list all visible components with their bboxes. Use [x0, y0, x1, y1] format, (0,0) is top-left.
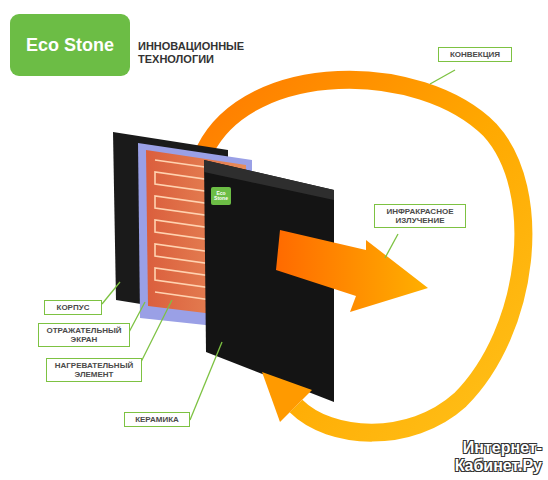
callout-box: ИНФРАКРАСНОЕ ИЗЛУЧЕНИЕ: [374, 204, 466, 228]
node-text: Eco Stone: [26, 35, 114, 56]
leader-line: [385, 234, 398, 258]
node-text: ОТРАЖАТЕЛЬНЫЙ ЭКРАН: [43, 326, 125, 344]
brand-logo: Eco Stone: [10, 14, 130, 76]
callout-box: ОТРАЖАТЕЛЬНЫЙ ЭКРАН: [38, 323, 130, 347]
callout-box: КЕРАМИКА: [124, 412, 190, 427]
convection-arrowhead: [262, 372, 312, 422]
node-text: КОРПУС: [49, 303, 97, 312]
node-text: КОНВЕКЦИЯ: [443, 50, 507, 59]
leader-line: [430, 70, 455, 84]
callout-box: НАГРЕВАТЕЛЬНЫЙ ЭЛЕМЕНТ: [46, 358, 142, 382]
leader-line: [138, 300, 172, 368]
node-text: Eco Stone: [211, 191, 231, 202]
node-text: НАГРЕВАТЕЛЬНЫЙ ЭЛЕМЕНТ: [51, 361, 137, 379]
node-text: КЕРАМИКА: [129, 415, 185, 424]
leader-line: [128, 302, 145, 334]
convection-arc: [205, 80, 523, 433]
panel-logo: Eco Stone: [211, 187, 231, 205]
leader-lines: [102, 70, 455, 420]
tagline: ИННОВАЦИОННЫЕ ТЕХНОЛОГИИ: [138, 40, 268, 66]
node-text: ИНФРАКРАСНОЕ ИЗЛУЧЕНИЕ: [379, 207, 461, 225]
leader-line: [102, 282, 120, 304]
watermark: Интернет-Кабинет.Ру: [404, 439, 542, 474]
callout-box: КОНВЕКЦИЯ: [438, 47, 512, 62]
leader-line: [190, 342, 222, 420]
infrared-arrow: [276, 230, 428, 312]
callout-box: КОРПУС: [44, 300, 102, 315]
